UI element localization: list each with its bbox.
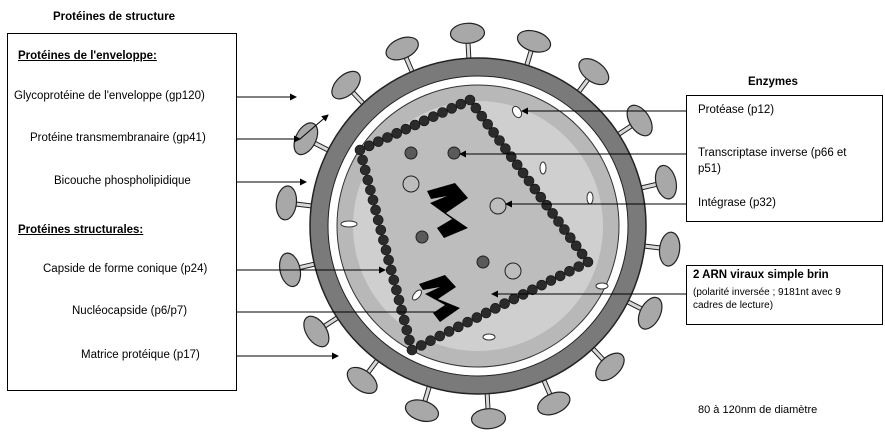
capsid-bead-12: [455, 98, 467, 110]
enzymes-title: Enzymes: [748, 76, 798, 88]
capsid-bead-46: [462, 316, 473, 328]
capsid-bead-42: [499, 298, 510, 309]
capsid-bead-6: [400, 123, 412, 135]
matrix-particles: [340, 105, 609, 341]
rna-note-line1: (polarité inversée ; 9181nt avec 9: [693, 287, 841, 298]
capsid-bead-50: [425, 335, 436, 347]
capsid-bead-37: [545, 275, 557, 286]
capsid-bead-52: [406, 344, 418, 356]
capsid-bead-7: [409, 119, 421, 131]
capsid-bead-3: [373, 136, 384, 147]
capsid-bead-57: [393, 294, 405, 306]
capsid-bead-53: [404, 334, 415, 346]
capsid-bead-61: [383, 254, 394, 266]
capsid-bead-15: [476, 110, 488, 122]
capsid-bead-62: [380, 244, 392, 256]
capsid-bead-49: [434, 330, 446, 342]
capsid-bead-13: [464, 94, 476, 106]
rna-strands: [419, 183, 468, 322]
capsid-bead-38: [536, 279, 547, 291]
capsid-bead-17: [488, 127, 499, 138]
capsid-bead-39: [527, 284, 538, 296]
enzymes-box: [686, 95, 883, 222]
label-p6-p7: Nucléocapside (p6/p7): [72, 305, 188, 317]
label-reverse-transcriptase: Transcriptase inverse (p66 et: [698, 147, 847, 159]
structural-proteins-title: Protéines de structure: [53, 11, 176, 23]
capsid-bead-41: [508, 293, 520, 305]
rna-title: 2 ARN viraux simple brin: [693, 269, 829, 281]
capsid-bead-64: [375, 224, 387, 236]
rna-box: [686, 265, 883, 325]
capsid-bead-66: [370, 204, 381, 216]
capsid-bead-11: [446, 103, 457, 114]
capsid-bead-47: [453, 321, 464, 333]
capsid-bead-22: [517, 167, 529, 179]
capsid-bead-23: [523, 175, 535, 187]
capsid-bead-24: [529, 183, 541, 195]
capsid-bead-54: [401, 324, 413, 336]
capsid-bead-67: [367, 194, 379, 206]
capsid-bead-31: [570, 240, 582, 252]
rna-note-line2: cadres de lecture): [693, 300, 774, 311]
capsid-bead-21: [511, 159, 523, 171]
capsid-bead-56: [396, 304, 407, 316]
capsid-bead-70: [359, 164, 371, 176]
capsid-bead-4: [382, 132, 393, 143]
capsid-bead-55: [398, 314, 410, 326]
label-bilayer: Bicouche phospholipidique: [54, 175, 191, 187]
leader-lines: [236, 93, 686, 360]
label-reverse-transcriptase-cont: p51): [698, 163, 722, 175]
capsid-bead-28: [553, 216, 564, 227]
capsid-bead-14: [470, 102, 482, 114]
capsid-bead-43: [490, 303, 501, 314]
capsid-bead-26: [541, 200, 553, 211]
capsid-bead-59: [388, 274, 400, 286]
capsid-bead-44: [480, 307, 492, 319]
capsid-bead-33: [582, 256, 594, 268]
envelope-proteins-heading: Protéines de l'enveloppe:: [18, 50, 157, 62]
capsid-bead-8: [418, 115, 430, 127]
label-p24: Capside de forme conique (p24): [43, 263, 208, 275]
capsid-bead-30: [564, 232, 576, 243]
capsid-bead-68: [365, 184, 376, 196]
capsid-bead-45: [471, 312, 483, 323]
capsid-bead-29: [559, 224, 570, 235]
capsid-bead-51: [415, 340, 427, 351]
label-gp41: Protéine transmembranaire (gp41): [30, 132, 206, 144]
capsid-beads: [354, 94, 594, 356]
capsid-bead-10: [437, 107, 448, 118]
capsid-bead-58: [391, 284, 402, 296]
capsid-bead-65: [372, 214, 384, 226]
capsid-bead-60: [385, 264, 397, 276]
capsid-bead-69: [362, 174, 374, 186]
label-protease: Protéase (p12): [698, 104, 775, 116]
capsid-bead-9: [428, 111, 439, 122]
capsid-bead-32: [576, 248, 588, 260]
label-p17: Matrice protéique (p17): [81, 349, 200, 361]
capsid-bead-16: [482, 119, 494, 130]
capsid-bead-35: [564, 265, 575, 277]
label-integrase: Intégrase (p32): [698, 197, 776, 209]
label-gp120: Glycoprotéine de l'enveloppe (gp120): [14, 90, 205, 102]
capsid-bead-25: [535, 191, 547, 203]
capsid-bead-1: [354, 144, 366, 156]
structural-proteins-heading: Protéines structurales:: [18, 224, 144, 236]
capsid-bead-48: [443, 326, 455, 337]
enzyme-particles: [402, 146, 522, 280]
capsid-bead-5: [391, 128, 402, 139]
capsid-bead-71: [357, 154, 368, 166]
capsid-bead-18: [494, 135, 505, 146]
capsid-bead-2: [363, 140, 375, 152]
capsid-bead-36: [554, 270, 566, 282]
capsid-bead-34: [573, 261, 585, 272]
capsid-bead-63: [378, 234, 389, 246]
capsid-bead-27: [547, 208, 558, 219]
structural-proteins-box: [7, 33, 237, 391]
diameter-caption: 80 à 120nm de diamètre: [698, 404, 818, 416]
